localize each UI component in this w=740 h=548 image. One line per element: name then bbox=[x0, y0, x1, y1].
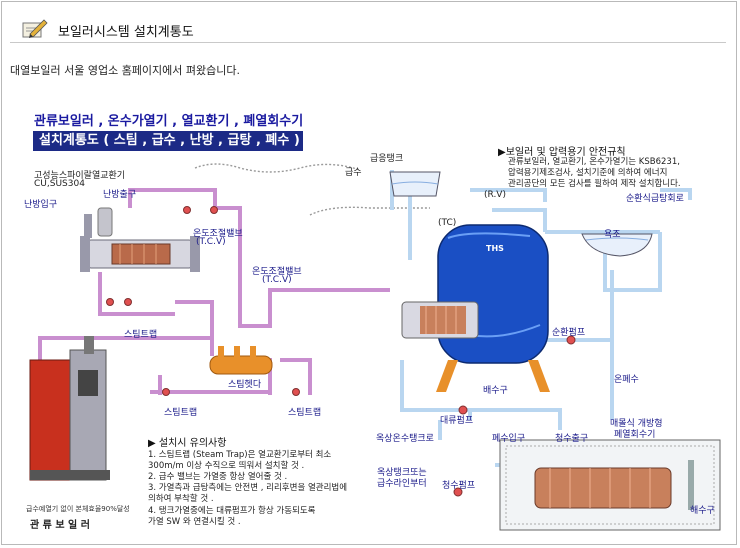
pencil-note-icon bbox=[20, 18, 48, 44]
boiler-name: 관 류 보 일 러 bbox=[30, 520, 90, 531]
tc-label: (TC) bbox=[438, 218, 457, 228]
rv-label: (R.V) bbox=[484, 190, 506, 200]
circ-return-label: 순환식급탕회로 bbox=[626, 194, 684, 204]
waste-heat-recovery-tank bbox=[499, 439, 721, 531]
safety-line-3: 관리공단의 모든 검사를 필하여 제작 설치합니다. bbox=[508, 179, 681, 189]
bath-label: 욕조 bbox=[604, 230, 621, 240]
install-note-line: 2. 급수 밸브는 가열중 항상 열어줄 것 . bbox=[148, 472, 288, 482]
wastewater-in-label: 폐수입구 bbox=[492, 434, 526, 444]
diagram-subtitle: 설치계통도 ( 스팀 , 급수 , 난방 , 급탕 , 폐수 ) bbox=[33, 131, 303, 151]
rooftop-tank-label: 옥상온수탱크로 bbox=[376, 434, 434, 444]
install-notes-title: ▶ 설치시 유의사항 bbox=[148, 438, 227, 449]
rooftop-or-feed-label-2: 급수라인부터 bbox=[377, 479, 427, 489]
clean-water-pump-label: 청수펌프 bbox=[442, 481, 476, 491]
install-note-line: 3. 가열측과 급탕측에는 안전변 , 리리후변을 열관리법에 bbox=[148, 483, 348, 493]
install-note-line: 1. 스팀트랩 (Steam Trap)은 열교환기로부터 최소 bbox=[148, 450, 332, 460]
hot-water-tank bbox=[401, 224, 550, 392]
install-note-line: 의하여 부착할 것 . bbox=[148, 494, 214, 504]
steam-trap-2-label: 스팀트랩 bbox=[164, 408, 198, 418]
steam-trap-1-label: 스팀트랩 bbox=[124, 330, 158, 340]
clean-water-out-label: 청수출구 bbox=[555, 434, 589, 444]
tank-logo: THS bbox=[486, 244, 504, 253]
intro-text: 대열보일러 서울 영업소 홈페이지에서 펴왔습니다. bbox=[10, 64, 241, 77]
page-title: 보일러시스템 설치계통도 bbox=[58, 25, 194, 40]
install-note-line: 가열 SW 와 연결시킬 것 . bbox=[148, 517, 241, 527]
drain-label: 배수구 bbox=[483, 386, 508, 396]
tcv-2-label: 온도조절밸브 bbox=[252, 267, 302, 277]
hx-material-label: CU,SUS304 bbox=[34, 179, 85, 189]
tcv-1-label: 온도조절밸브 bbox=[193, 229, 243, 239]
safety-line-1: 관류보일러, 열교환기, 온수가열기는 KSB6231, bbox=[508, 157, 680, 167]
heating-outlet-label: 난방출구 bbox=[103, 190, 137, 200]
bathtub bbox=[581, 233, 653, 257]
steam-trap-3-label: 스팀트랩 bbox=[288, 408, 322, 418]
heating-inlet-label: 난방입구 bbox=[24, 200, 58, 210]
hot-water-out-label: 온폐수 bbox=[614, 375, 639, 385]
feed-tank-label: 급응탱크 bbox=[370, 154, 404, 164]
rooftop-or-feed-label: 옥상탱크또는 bbox=[377, 468, 427, 478]
tcv-1-code-label: (T.C.V) bbox=[196, 237, 226, 247]
safety-line-2: 압력용기제조검사, 설치기준에 의하여 에너지 bbox=[508, 168, 668, 178]
header-divider bbox=[10, 42, 726, 43]
feed-tank bbox=[389, 171, 441, 197]
circ-pump-label: 순환펌프 bbox=[552, 328, 586, 338]
steam-header bbox=[209, 346, 273, 375]
install-note-line: 300m/m 이상 수직으로 띄워서 설치할 것 . bbox=[148, 461, 305, 471]
install-note-line: 4. 탱크가열중에는 대류펌프가 항상 가동되도록 bbox=[148, 506, 316, 516]
safety-title: ▶보일러 및 압력용기 안전규칙 bbox=[498, 147, 626, 158]
spiral-heat-exchanger bbox=[80, 207, 200, 272]
feed-water-label: 급수 bbox=[345, 168, 362, 178]
water-outlet-label: 해수구 bbox=[690, 506, 715, 516]
steam-header-label: 스팀헷다 bbox=[228, 380, 262, 390]
feed-pump-label: 대류펌프 bbox=[440, 416, 474, 426]
tcv-2-code-label: (T.C.V) bbox=[262, 275, 292, 285]
boiler-caption: 급수예열기 없이 본체효율90%달성 bbox=[26, 505, 130, 513]
recovery-title-label-2: 폐열회수기 bbox=[614, 430, 656, 440]
once-through-boiler bbox=[29, 336, 110, 481]
recovery-title-label: 매몰식 개방형 bbox=[610, 419, 663, 429]
install-notes-title-text: 설치시 유의사항 bbox=[158, 438, 227, 449]
diagram-title: 관류보일러 , 온수가열기 , 열교환기 , 폐열회수기 bbox=[34, 114, 304, 129]
hx-name-label: 고성능스파이랄열교환기 bbox=[34, 171, 126, 181]
